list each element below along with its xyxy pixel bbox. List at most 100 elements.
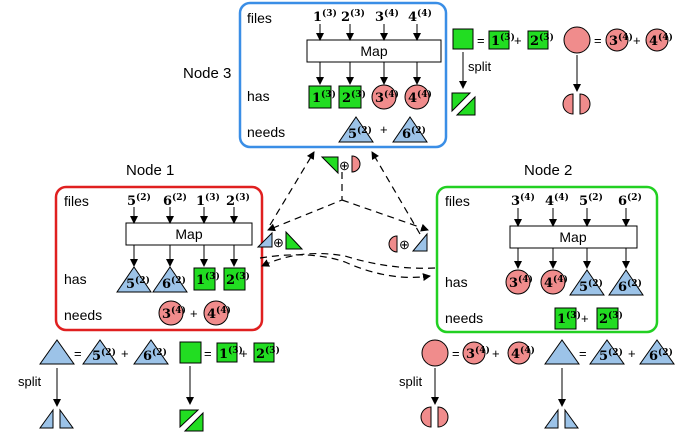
legend-circle-whole	[563, 26, 591, 54]
node1-has-square-1: 1(3)	[193, 267, 220, 291]
node2-file-3: 3(4)	[511, 192, 535, 209]
node1-needs-plus: +	[190, 306, 198, 321]
svg-text:6(2): 6(2)	[162, 275, 186, 292]
legend-square-whole	[452, 28, 474, 50]
node1-has-square-2: 2(3)	[223, 267, 250, 291]
svg-text:+: +	[514, 33, 522, 48]
node2-arrows	[514, 208, 630, 269]
node2-has-circle-3: 3(4)	[505, 269, 533, 295]
legend-triangle-whole	[39, 339, 75, 365]
node3-title: Node 3	[183, 65, 231, 82]
node1-file-5: 5(2)	[127, 192, 151, 209]
node3-file-2: 2(3)	[341, 8, 365, 25]
node2-needs-plus: +	[581, 311, 589, 326]
node2-title: Node 2	[524, 162, 572, 179]
svg-text:1(3): 1(3)	[491, 32, 515, 49]
legend-triangle-split-pieces	[39, 408, 74, 429]
node3-has-label: has	[247, 88, 270, 104]
legend-triangle-right-split-pieces	[544, 408, 579, 429]
dash-node1-to-node2	[259, 254, 431, 281]
svg-text:6(2): 6(2)	[143, 347, 167, 364]
node3-has-square-2: 2(3)	[338, 85, 366, 109]
node1-files: 5(2) 6(2) 1(3) 2(3)	[127, 192, 250, 209]
svg-text:=: =	[452, 346, 460, 361]
legend-square-split-pieces	[451, 92, 476, 116]
svg-text:1(3): 1(3)	[557, 310, 581, 327]
legend-triangle-right: = 5(2) + 6(2)	[544, 339, 675, 429]
legend-square-left-split-pieces	[179, 409, 204, 432]
node3-needs-items: 5(2) + 6(2)	[338, 116, 428, 143]
node3-has-circle-3: 3(4)	[371, 84, 399, 110]
node3-needs-triangle-6: 6(2)	[392, 116, 428, 143]
node2-has-triangle-6: 6(2)	[608, 269, 644, 296]
node1-map-label: Map	[175, 226, 202, 242]
node1-needs-circle-3: 3(4)	[158, 300, 186, 326]
svg-text:4(4): 4(4)	[649, 32, 673, 49]
node3-file-3: 3(4)	[375, 8, 399, 25]
node3-has-circle-4: 4(4)	[404, 84, 432, 110]
node3-arrows	[316, 24, 421, 85]
node1-file-2: 2(3)	[226, 192, 250, 209]
node3-map-label: Map	[360, 43, 387, 59]
svg-text:4(4): 4(4)	[408, 89, 432, 106]
svg-text:4(4): 4(4)	[511, 345, 535, 362]
packet-node2: ⊕	[388, 232, 428, 253]
node2-file-6: 6(2)	[618, 192, 642, 209]
svg-text:6(2): 6(2)	[618, 278, 642, 295]
node2-box	[435, 185, 659, 334]
svg-text:+: +	[628, 346, 636, 361]
node2-needs-square-2: 2(3)	[596, 307, 623, 330]
node2-file-5: 5(2)	[579, 192, 603, 209]
node1-map-block: Map	[125, 222, 253, 246]
node2-map-block: Map	[509, 225, 638, 249]
legend-square-left: = 1(3) + 2(3)	[179, 341, 280, 432]
legend-square-equals: =	[477, 33, 485, 48]
svg-text:+: +	[492, 346, 500, 361]
svg-text:2(3): 2(3)	[256, 345, 280, 362]
node1-file-1: 1(3)	[196, 192, 220, 209]
svg-text:+: +	[240, 346, 248, 361]
node1-title: Node 1	[126, 162, 174, 179]
legend-circle-top: = 3(4) + 4(4)	[562, 26, 673, 115]
legend-square-top: = 1(3) + 2(3) split	[451, 28, 554, 116]
svg-text:1(3): 1(3)	[312, 89, 336, 106]
node3-has-square-1: 1(3)	[308, 85, 336, 109]
svg-text:6(2): 6(2)	[402, 125, 426, 142]
svg-text:5(2): 5(2)	[599, 347, 623, 364]
node2-has-circle-4: 4(4)	[540, 269, 568, 295]
node2-has-triangle-5: 5(2)	[569, 269, 605, 296]
node1-has-label: has	[64, 271, 87, 287]
legend-circle-bottom: = 3(4) + 4(4) split	[399, 339, 535, 428]
node3-needs-triangle-5: 5(2)	[338, 116, 374, 143]
node2-map-label: Map	[559, 229, 586, 245]
svg-text:5(2): 5(2)	[579, 278, 603, 295]
legend-circle-bottom-split-label: split	[399, 374, 423, 389]
node2-needs-items: 1(3) + 2(3)	[554, 307, 623, 330]
svg-text:3(4): 3(4)	[609, 32, 633, 49]
node1-has-triangle-6: 6(2)	[152, 266, 188, 293]
svg-text:=: =	[579, 346, 587, 361]
legend-circle-split-pieces	[562, 93, 591, 115]
node2-file-4: 4(4)	[545, 192, 569, 209]
svg-text:2(3): 2(3)	[530, 32, 554, 49]
node3-has-items: 1(3) 2(3) 3(4) 4(4)	[308, 84, 432, 110]
svg-text:+: +	[121, 346, 129, 361]
node2-has-label: has	[445, 274, 468, 290]
legend-triangle-split-label: split	[18, 374, 42, 389]
node1-files-label: files	[64, 193, 89, 209]
node1-needs-circle-4: 4(4)	[203, 300, 231, 326]
node2-files: 3(4) 4(4) 5(2) 6(2)	[511, 192, 642, 209]
svg-text:3(4): 3(4)	[466, 345, 490, 362]
node1-map-box	[125, 222, 253, 246]
dash-node1-to-node3	[269, 151, 315, 226]
legend-circle-bottom-split-pieces	[420, 406, 449, 428]
node3-needs-label: needs	[247, 124, 285, 140]
svg-text:3(4): 3(4)	[162, 305, 186, 322]
node3-needs-plus: +	[380, 122, 388, 137]
node3-files-label: files	[247, 10, 272, 26]
svg-text:5(2): 5(2)	[92, 347, 116, 364]
node1-needs-items: 3(4) + 4(4)	[158, 300, 231, 326]
node3-box	[238, 1, 448, 149]
svg-text:⊕: ⊕	[339, 158, 350, 173]
node1-file-6: 6(2)	[163, 192, 187, 209]
